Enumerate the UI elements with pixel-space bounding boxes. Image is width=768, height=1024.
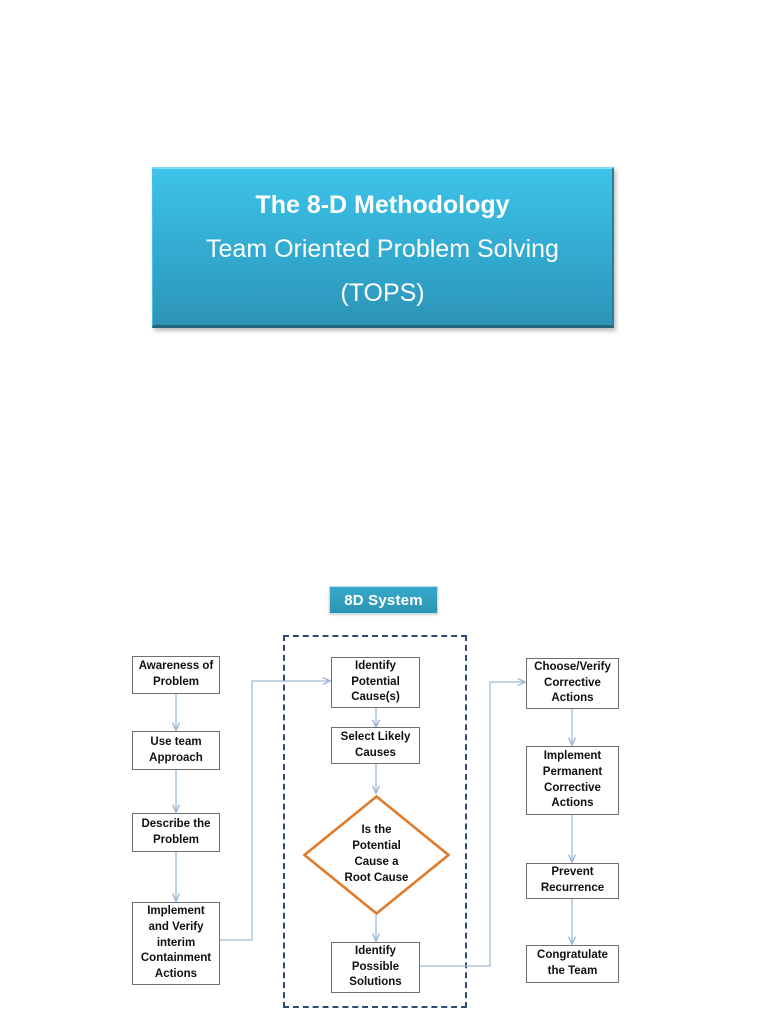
node-implement-permanent-corrective-actions[interactable]: Implement Permanent Corrective Actions xyxy=(526,746,619,815)
node-label: Use team Approach xyxy=(149,735,203,764)
node-implement-verify-interim-containment[interactable]: Implement and Verify interim Containment… xyxy=(132,902,220,985)
node-label: Select Likely Causes xyxy=(340,730,411,759)
node-select-likely-causes[interactable]: Select Likely Causes xyxy=(331,727,420,764)
system-tag-label: 8D System xyxy=(344,591,423,609)
title-line-3: (TOPS) xyxy=(340,278,425,307)
title-banner: The 8-D Methodology Team Oriented Proble… xyxy=(152,167,614,328)
node-use-team-approach[interactable]: Use team Approach xyxy=(132,731,220,770)
node-is-potential-cause-root-cause[interactable]: Is the Potential Cause a Root Cause xyxy=(303,795,450,915)
node-identify-possible-solutions[interactable]: Identify Possible Solutions xyxy=(331,942,420,993)
node-congratulate-the-team[interactable]: Congratulate the Team xyxy=(526,945,619,983)
node-label: Implement and Verify interim Containment… xyxy=(140,904,212,981)
node-describe-the-problem[interactable]: Describe the Problem xyxy=(132,813,220,852)
node-label: Describe the Problem xyxy=(141,817,211,846)
node-label: Implement Permanent Corrective Actions xyxy=(542,749,603,810)
title-line-2: Team Oriented Problem Solving xyxy=(206,234,559,263)
title-line-1: The 8-D Methodology xyxy=(255,190,510,219)
node-label: Choose/Verify Corrective Actions xyxy=(534,660,611,705)
system-tag-badge: 8D System xyxy=(329,586,438,614)
node-label: Is the Potential Cause a Root Cause xyxy=(344,824,409,884)
node-label: Identify Potential Cause(s) xyxy=(351,659,400,704)
node-awareness-of-problem[interactable]: Awareness of Problem xyxy=(132,656,220,694)
node-label: Identify Possible Solutions xyxy=(349,944,402,989)
node-choose-verify-corrective-actions[interactable]: Choose/Verify Corrective Actions xyxy=(526,658,619,709)
node-label: Congratulate the Team xyxy=(537,949,608,977)
node-label: Awareness of Problem xyxy=(138,660,214,688)
node-prevent-recurrence[interactable]: Prevent Recurrence xyxy=(526,863,619,899)
diamond-shape xyxy=(303,795,450,915)
node-identify-potential-causes[interactable]: Identify Potential Cause(s) xyxy=(331,657,420,708)
node-label: Prevent Recurrence xyxy=(540,866,605,894)
